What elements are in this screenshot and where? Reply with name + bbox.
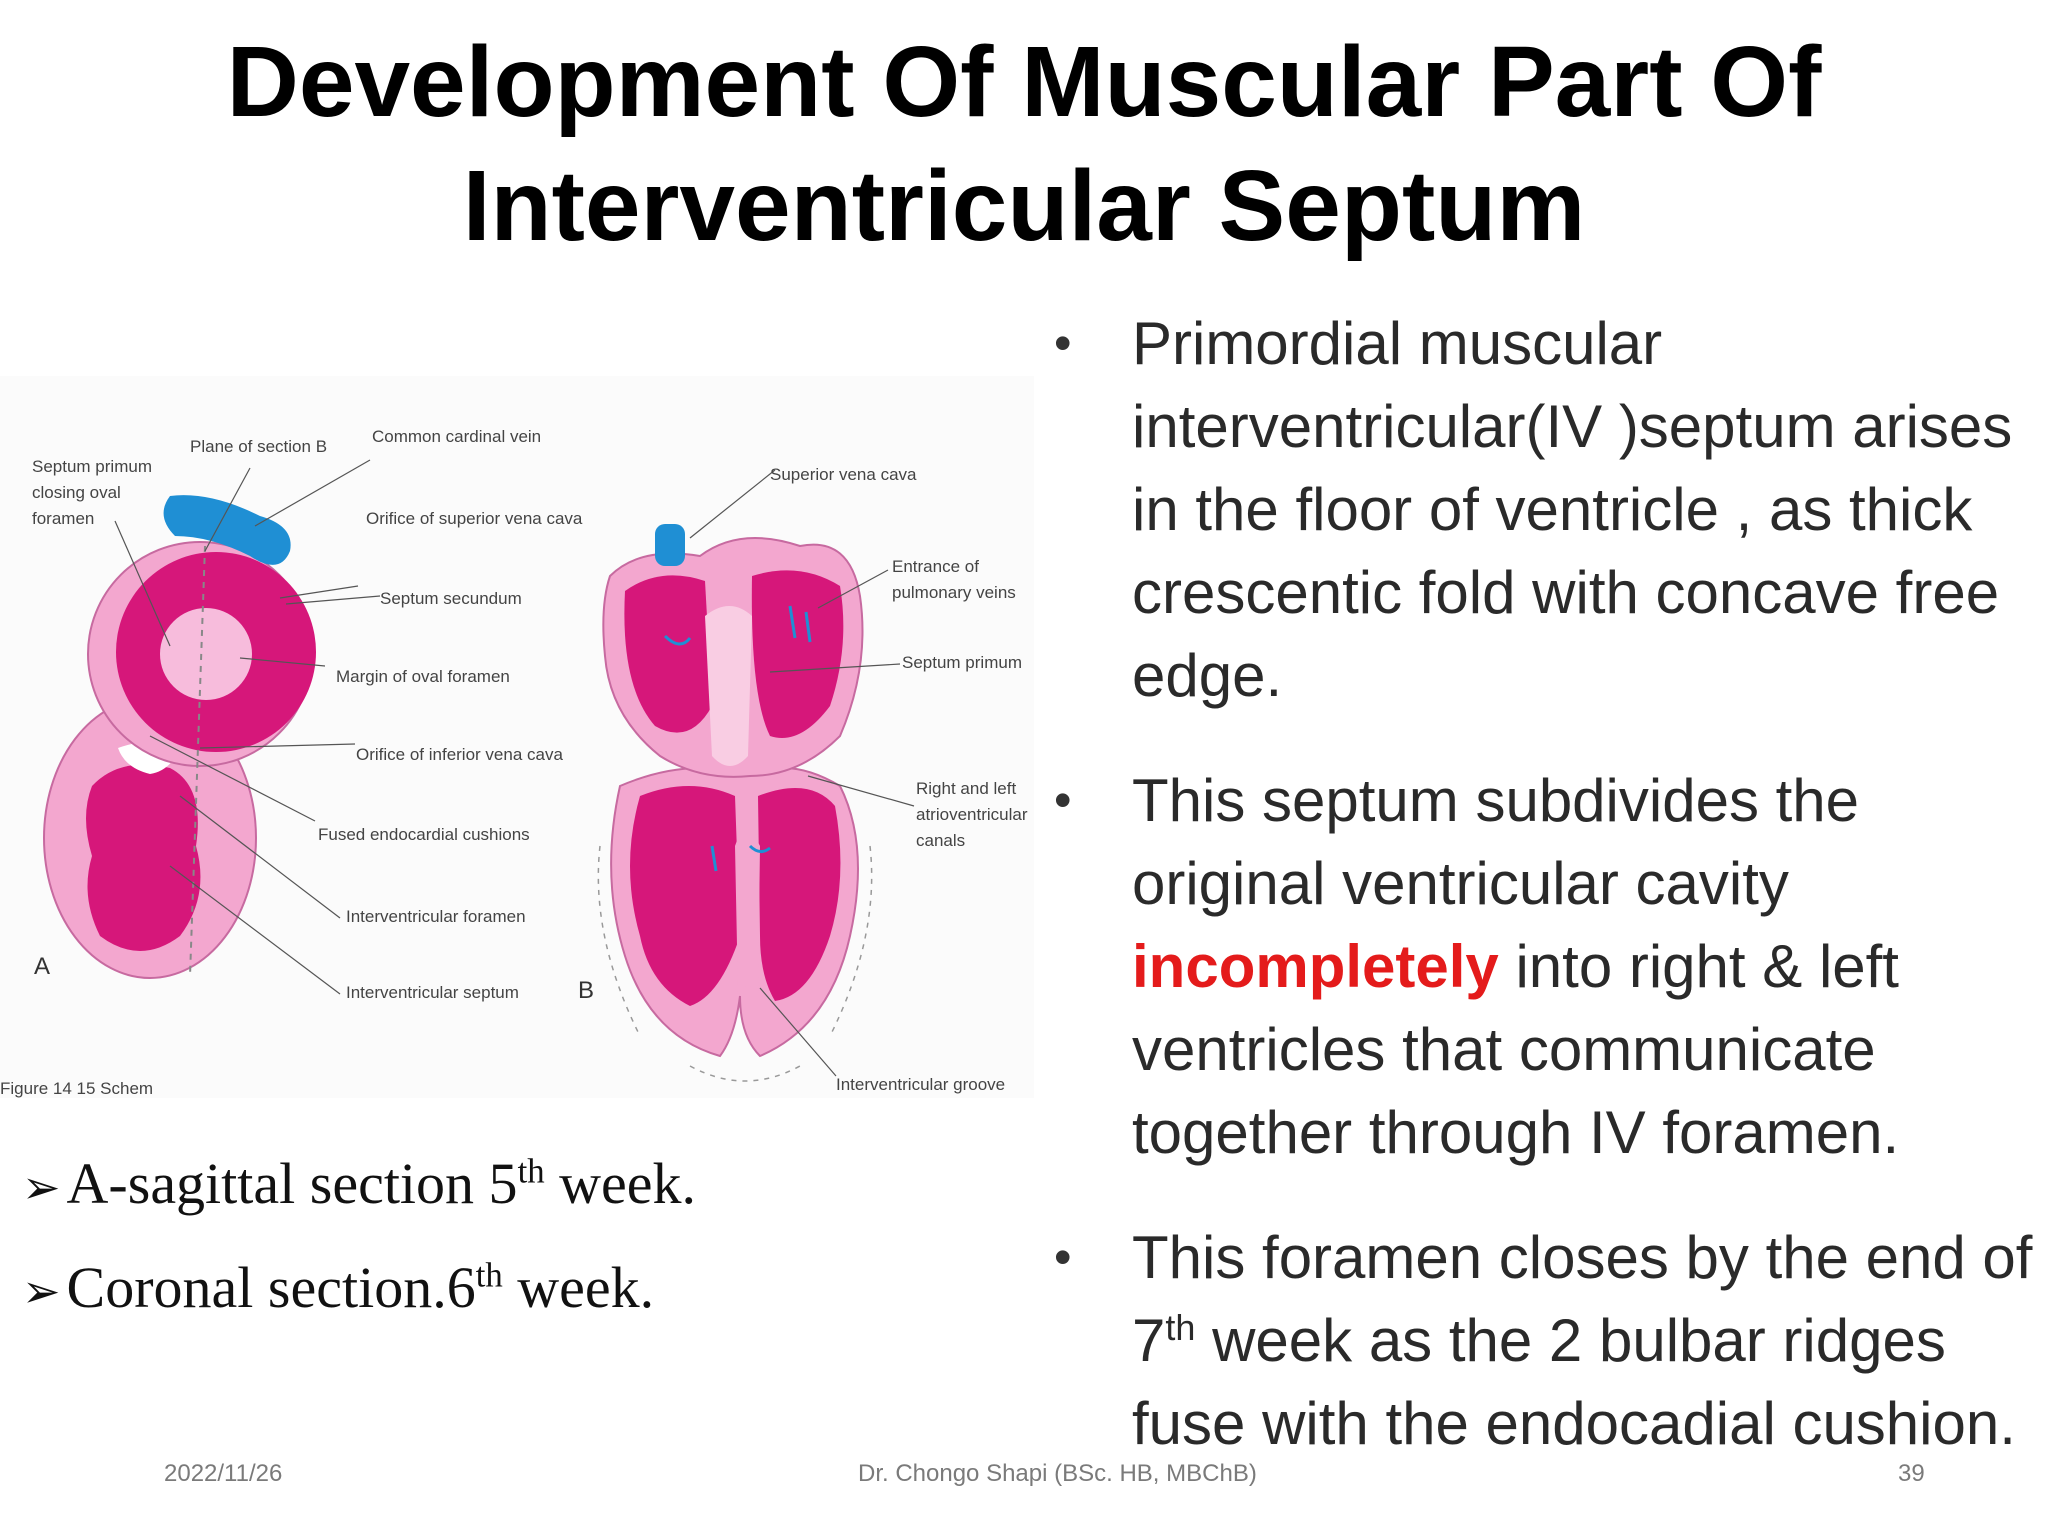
caption-2-text: Coronal section.6th week.	[66, 1255, 655, 1320]
arrow-bullet-icon: ➢	[22, 1264, 61, 1318]
bullet-dot-icon: •	[1054, 1229, 1072, 1285]
caption-1-text: A-sagittal section 5th week.	[66, 1151, 697, 1216]
title-line-2: Interventricular Septum	[462, 150, 1586, 262]
label-av-canals-1: Right and left	[916, 779, 1016, 798]
panel-a-labels: Septum primum closing oval foramen Plane…	[0, 427, 594, 1098]
arrow-bullet-icon: ➢	[22, 1160, 61, 1214]
label-fused-cushions: Fused endocardial cushions	[318, 825, 530, 844]
panel-a-drawing	[43, 459, 381, 995]
highlight-incompletely: incompletely	[1132, 933, 1499, 1000]
caption-sagittal: ➢ A-sagittal section 5th week.	[22, 1150, 1022, 1254]
label-av-canals-3: canals	[916, 831, 965, 850]
bullet-item-1: • Primordial muscular interventricular(I…	[1046, 302, 2036, 717]
label-orifice-svc: Orifice of superior vena cava	[366, 509, 583, 528]
caption-coronal: ➢ Coronal section.6th week.	[22, 1254, 1022, 1358]
bullet-item-3: • This foramen closes by the end of 7th …	[1046, 1216, 2036, 1465]
figure-caption-fragment: Figure 14 15 Schem	[0, 1079, 153, 1098]
bullet-dot-icon: •	[1054, 315, 1072, 371]
panel-b-labels: Superior vena cava Entrance of pulmonary…	[770, 465, 1028, 1094]
heart-development-figure: Septum primum closing oval foramen Plane…	[0, 376, 1034, 1098]
label-entrance-pulmonary-2: pulmonary veins	[892, 583, 1016, 602]
label-iv-groove: Interventricular groove	[836, 1075, 1005, 1094]
footer-page-number: 39	[1898, 1460, 1925, 1487]
label-svc: Superior vena cava	[770, 465, 917, 484]
title-line-1: Development Of Muscular Part Of	[226, 26, 1822, 138]
panel-b-drawing	[597, 469, 915, 1082]
label-orifice-ivc: Orifice of inferior vena cava	[356, 745, 563, 764]
bullet-item-2: • This septum subdivides the original ve…	[1046, 759, 2036, 1174]
bullet-dot-icon: •	[1054, 772, 1072, 828]
slide-title: Development Of Muscular Part Of Interven…	[0, 20, 2048, 268]
label-septum-primum-2: closing oval	[32, 483, 121, 502]
label-iv-foramen: Interventricular foramen	[346, 907, 526, 926]
bullet-2-text: This septum subdivides the original vent…	[1132, 767, 1900, 1166]
label-plane-of-section: Plane of section B	[190, 437, 327, 456]
label-septum-secundum: Septum secundum	[380, 589, 522, 608]
footer-author: Dr. Chongo Shapi (BSc. HB, MBChB)	[858, 1460, 1257, 1487]
label-margin-oval-foramen: Margin of oval foramen	[336, 667, 510, 686]
label-av-canals-2: atrioventricular	[916, 805, 1028, 824]
bullet-list: • Primordial muscular interventricular(I…	[1046, 302, 2036, 1507]
label-septum-primum-b: Septum primum	[902, 653, 1022, 672]
label-common-cardinal-vein: Common cardinal vein	[372, 427, 541, 446]
panel-b-letter: B	[578, 977, 594, 1004]
label-septum-primum-3: foramen	[32, 509, 94, 528]
bullet-3-text: This foramen closes by the end of 7th we…	[1132, 1224, 2033, 1457]
label-septum-primum-1: Septum primum	[32, 457, 152, 476]
figure-svg: Septum primum closing oval foramen Plane…	[0, 427, 1028, 1098]
panel-a-letter: A	[34, 953, 50, 980]
figure-captions: ➢ A-sagittal section 5th week. ➢ Coronal…	[22, 1150, 1022, 1358]
footer-date: 2022/11/26	[164, 1460, 283, 1487]
label-iv-septum: Interventricular septum	[346, 983, 519, 1002]
label-entrance-pulmonary-1: Entrance of	[892, 557, 979, 576]
bullet-1-text: Primordial muscular interventricular(IV …	[1132, 310, 2013, 709]
